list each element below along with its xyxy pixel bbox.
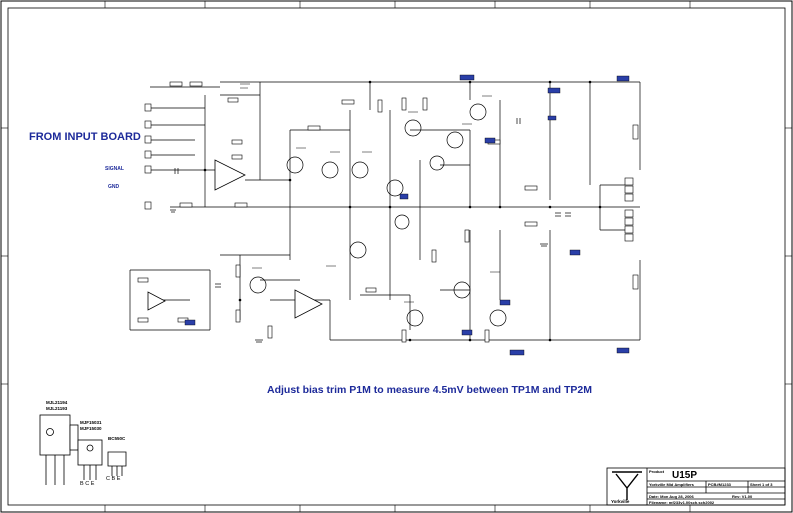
to220-package-drawing bbox=[77, 439, 103, 480]
from-input-board-label: FROM INPUT BOARD bbox=[29, 131, 141, 143]
drawing-date: Date: Mon Aug 28, 2006 bbox=[649, 494, 694, 499]
transistors bbox=[249, 103, 507, 327]
filename: Filename: mf233v1.00sch.sch2002 bbox=[649, 500, 715, 505]
to220-part-a: MJF15031 bbox=[80, 420, 102, 425]
pcb-number: PCB#M1233 bbox=[708, 482, 731, 487]
to92-part: BC550C bbox=[108, 436, 126, 441]
net-flags bbox=[184, 74, 630, 356]
ground-symbols bbox=[170, 209, 548, 343]
component-designators bbox=[240, 83, 500, 303]
wiring bbox=[129, 81, 641, 341]
op-amps bbox=[147, 159, 323, 319]
yorkville-logo bbox=[612, 471, 642, 500]
capacitors bbox=[174, 118, 571, 288]
to3p-package-drawing bbox=[39, 414, 79, 485]
output-connectors bbox=[624, 124, 639, 290]
project-name: Yorkville Mid Amplifiers bbox=[649, 482, 694, 487]
to220-part-b: MJF15030 bbox=[80, 426, 102, 431]
logo-text: Yorkville bbox=[611, 499, 630, 504]
revision: Rev: V1.00 bbox=[732, 494, 753, 499]
adjust-bias-note: Adjust bias trim P1M to measure 4.5mV be… bbox=[267, 384, 592, 396]
product-label: Product bbox=[649, 469, 665, 474]
to92-package-drawing bbox=[107, 451, 127, 476]
to3p-part-b: MJL21193 bbox=[46, 406, 68, 411]
product-name: U15P bbox=[672, 470, 698, 481]
signal-label: SIGNAL bbox=[105, 166, 124, 172]
to3p-part-a: MJL21194 bbox=[46, 400, 68, 405]
title-block-frame bbox=[606, 467, 786, 506]
junction-dots bbox=[203, 80, 602, 342]
to92-pin-labels: C B E bbox=[106, 476, 121, 482]
input-connectors bbox=[144, 103, 152, 210]
to220-pin-labels: B C E bbox=[80, 481, 95, 487]
sheet-number: Sheet 1 of 3 bbox=[750, 482, 773, 487]
resistors bbox=[137, 81, 538, 343]
gnd-label: GND bbox=[108, 184, 120, 190]
